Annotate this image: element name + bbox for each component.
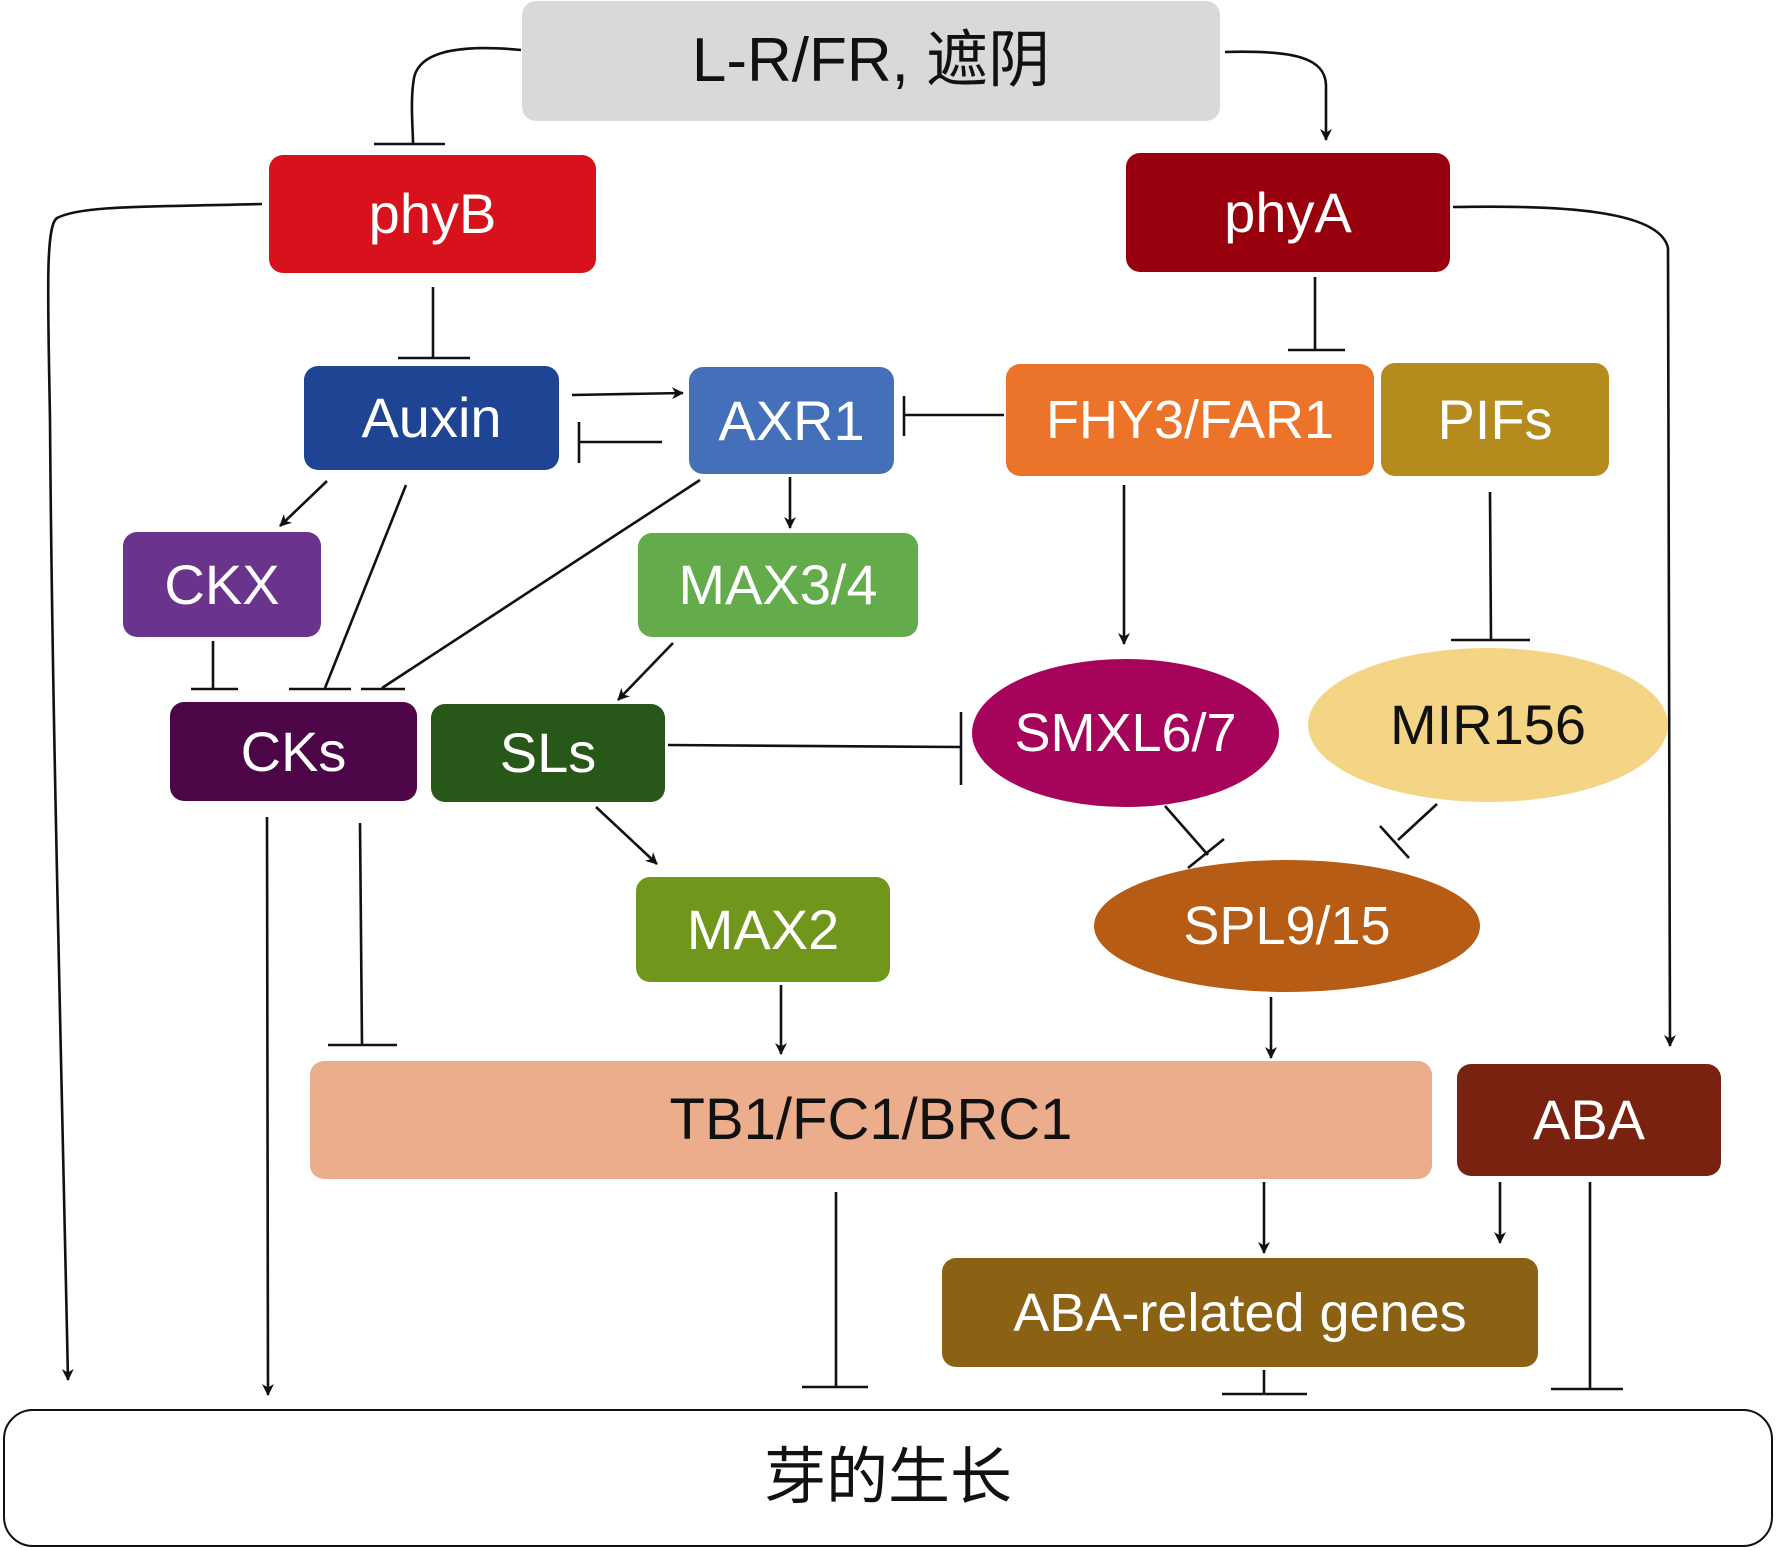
edge-phyB-bud — [46, 202, 263, 1381]
edge-light-phyB — [410, 46, 522, 144]
aba-related-genes-node: ABA-related genes — [942, 1258, 1538, 1367]
max34-node: MAX3/4 — [638, 533, 918, 637]
edge-mir156-spl — [1397, 803, 1438, 841]
max2-node: MAX2 — [636, 877, 890, 982]
edge-sls-smxl — [667, 743, 961, 749]
edge-smxl-spl — [1164, 805, 1209, 856]
edge-cks-tb1 — [358, 822, 364, 1046]
edge-sls-max2 — [595, 806, 658, 865]
edge-max34-sls — [617, 642, 674, 701]
ckx-node: CKX — [123, 532, 321, 637]
phyB-node: phyB — [269, 155, 596, 273]
bar-mir156-spl — [1379, 825, 1410, 859]
edge-phyA-aba — [1452, 205, 1676, 1047]
pifs-node: PIFs — [1381, 363, 1609, 476]
edge-light-phyA — [1224, 50, 1332, 141]
axr1-node: AXR1 — [689, 367, 894, 474]
edge-auxin-cks — [323, 484, 408, 689]
edge-auxin-ckx — [279, 480, 328, 527]
bar-smxl-spl — [1187, 837, 1225, 870]
aba-node: ABA — [1457, 1064, 1721, 1176]
bud-growth-node: 芽的生长 — [3, 1409, 1773, 1547]
fhy3-far1-node: FHY3/FAR1 — [1006, 364, 1374, 476]
edge-cks-bud — [261, 816, 274, 1396]
light-shade-node: L-R/FR, 遮阴 — [522, 1, 1220, 121]
smxl6-7-node: SMXL6/7 — [972, 659, 1279, 807]
edge-pifs-mir156 — [1488, 491, 1493, 641]
sls-node: SLs — [431, 704, 665, 802]
auxin-node: Auxin — [304, 366, 559, 470]
cks-node: CKs — [170, 702, 417, 801]
tb1-fc1-brc1-node: TB1/FC1/BRC1 — [310, 1061, 1432, 1179]
phyA-node: phyA — [1126, 153, 1450, 272]
edge-axr1-cks — [381, 478, 701, 690]
edge-auxin-axr1 — [571, 387, 684, 400]
spl9-15-node: SPL9/15 — [1094, 860, 1480, 992]
mir156-node: MIR156 — [1308, 648, 1668, 802]
